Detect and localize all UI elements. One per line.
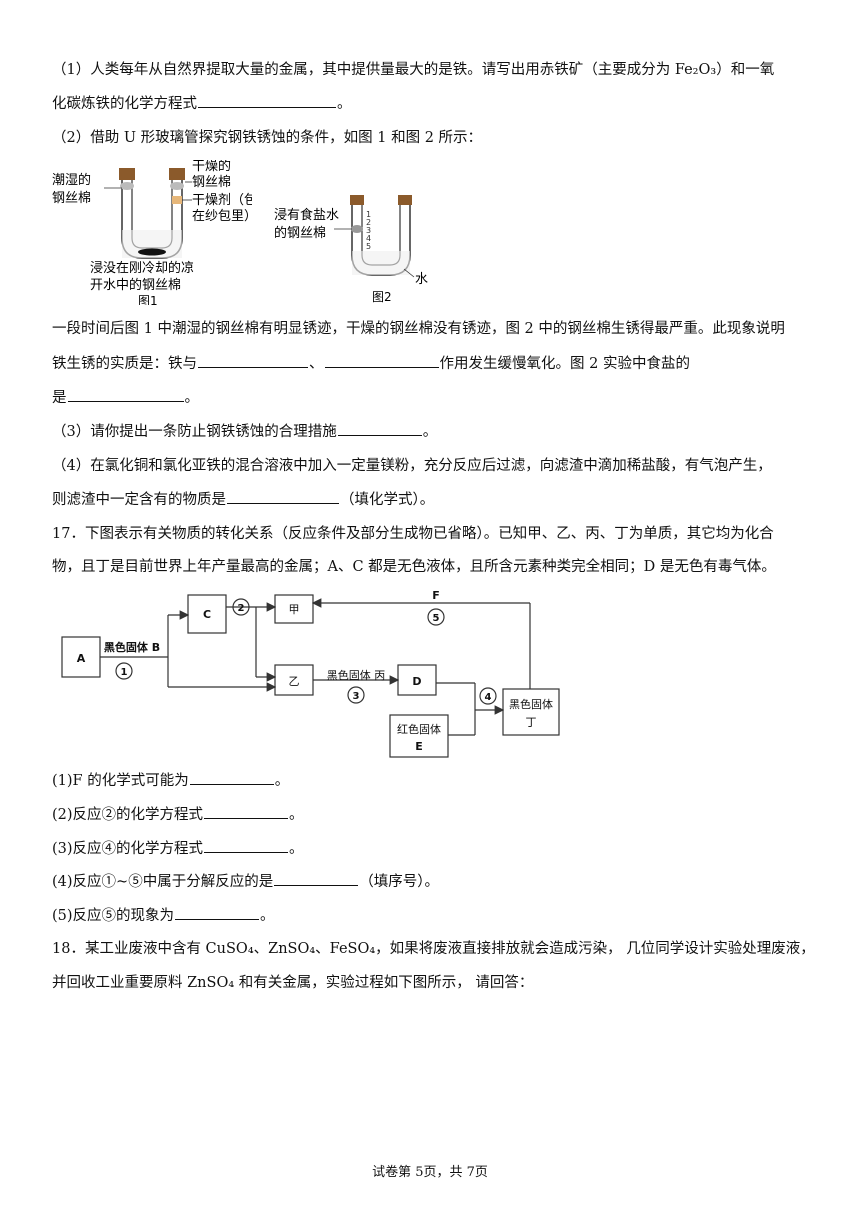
q17-text: (1)F 的化学式可能为: [52, 773, 189, 789]
node-A: A: [77, 652, 86, 665]
scale-4: 4: [366, 234, 371, 243]
answer-blank[interactable]: [198, 93, 336, 108]
node-ding-label: 黑色固体: [509, 697, 553, 711]
fig2-label-salt-1: 浸有食盐水: [274, 207, 339, 223]
page-footer: 试卷第 5页，共 7页: [372, 1165, 488, 1180]
node-E: E: [415, 740, 423, 753]
q17-sub3: (3)反应④的化学方程式 。: [52, 838, 304, 859]
q17-sub4: (4)反应①~⑤中属于分解反应的是 （填序号）。: [52, 871, 439, 892]
reaction-1-number: 1: [121, 667, 128, 678]
period: 。: [289, 807, 304, 823]
q17-text: (3)反应④的化学方程式: [52, 841, 204, 857]
q16-text: （填化学式）。: [340, 492, 435, 508]
q18-line2: 并回收工业重要原料 ZnSO₄ 和有关金属，实验过程如下图所示， 请回答：: [52, 975, 534, 991]
fig1-label-wet-1: 潮湿的: [52, 172, 91, 188]
answer-blank[interactable]: [198, 353, 308, 368]
q18-line1: 18．某工业废液中含有 CuSO₄、ZnSO₄、FeSO₄，如果将废液直接排放就…: [52, 941, 815, 957]
node-E-label: 红色固体: [397, 722, 441, 736]
period: 。: [422, 424, 438, 440]
scale-2: 2: [366, 218, 371, 227]
answer-blank[interactable]: [67, 387, 184, 402]
reaction-2-number: 2: [238, 603, 245, 614]
q16-part1-line2: 化碳炼铁的化学方程式 。: [52, 93, 352, 114]
node-yi: 乙: [289, 675, 300, 688]
q16-text: 作用发生缓慢氧化。图 2 实验中食盐的: [439, 356, 690, 372]
q16-part1-text: 化碳炼铁的化学方程式: [52, 96, 197, 112]
q16-sep: 、: [309, 356, 324, 372]
figure-1-u-tube: 潮湿的 钢丝棉 干燥的 钢丝棉 干燥剂（包 在纱包里） 浸没在刚冷却的凉 开水中…: [52, 160, 252, 305]
q16-part2-obs-line1: 一段时间后图 1 中潮湿的钢丝棉有明显锈迹，干燥的钢丝棉没有锈迹，图 2 中的钢…: [52, 321, 785, 337]
q16-text: 则滤渣中一定含有的物质是: [52, 492, 226, 508]
q17-intro-line1: 17．下图表示有关物质的转化关系（反应条件及部分生成物已省略）。已知甲、乙、丙、…: [52, 526, 774, 542]
node-D: D: [412, 675, 421, 688]
fig1-label-boiled-2: 开水中的钢丝棉: [90, 277, 181, 293]
period: 。: [337, 96, 352, 112]
period: 。: [274, 773, 290, 789]
period: 。: [184, 390, 200, 406]
q16-part4-line2: 则滤渣中一定含有的物质是 （填化学式）。: [52, 489, 434, 510]
node-jia: 甲: [289, 603, 300, 616]
node-C: C: [203, 608, 211, 621]
node-ding: 丁: [526, 716, 537, 729]
fig1-label-dry-1: 干燥的: [192, 160, 231, 174]
q16-part2-line: （2）借助 U 形玻璃管探究钢铁锈蚀的条件，如图 1 和图 2 所示：: [52, 130, 483, 146]
fig2-label-salt-2: 的钢丝棉: [274, 225, 326, 241]
q16-part2-obs-line3: 是。: [52, 387, 199, 408]
scale-1: 1: [366, 210, 371, 219]
reaction-3-number: 3: [353, 691, 360, 702]
q17-text: (2)反应②的化学方程式: [52, 807, 204, 823]
period: 。: [260, 908, 275, 924]
fig1-label-boiled-1: 浸没在刚冷却的凉: [90, 260, 194, 276]
answer-blank[interactable]: [189, 770, 274, 785]
fig2-caption: 图2: [372, 290, 392, 304]
answer-blank[interactable]: [227, 489, 339, 504]
scale-3: 3: [366, 226, 371, 235]
figure-2-u-tube: 1 2 3 4 5 浸有食盐水 的钢丝棉 水 图2: [274, 195, 428, 304]
fig1-label-wet-2: 钢丝棉: [52, 191, 91, 206]
edge-bing-label: 黑色固体 丙: [327, 668, 386, 682]
answer-blank[interactable]: [274, 871, 359, 886]
fig1-label-dry-2: 钢丝棉: [192, 175, 231, 190]
q16-part2-obs-line2: 铁生锈的实质是：铁与 、 作用发生缓慢氧化。图 2 实验中食盐的: [52, 353, 690, 374]
q17-text: （填序号）。: [359, 874, 439, 890]
q16-text: 是: [52, 390, 67, 406]
q17-intro-line2: 物，且丁是目前世界上年产量最高的金属；A、C 都是无色液体，且所含元素种类完全相…: [52, 559, 776, 575]
q17-sub2: (2)反应②的化学方程式 。: [52, 804, 304, 825]
q17-flow-diagram: A C 甲 乙 D 红色固体 E 黑色固体 丁 黑色固体 B 黑色固体 丙 F …: [61, 589, 560, 758]
q17-text: (5)反应⑤的现象为: [52, 908, 175, 924]
scale-5: 5: [366, 242, 371, 251]
answer-blank[interactable]: [175, 905, 260, 920]
answer-blank[interactable]: [324, 353, 439, 368]
edge-F-label: F: [432, 589, 440, 602]
q17-text: (4)反应①~⑤中属于分解反应的是: [52, 874, 274, 890]
q16-part1-line1: （1）人类每年从自然界提取大量的金属，其中提供量最大的是铁。请写出用赤铁矿（主要…: [52, 62, 775, 78]
fig1-caption: 图1: [138, 294, 158, 305]
fig1-label-desiccant-2: 在纱包里）: [192, 209, 252, 224]
answer-blank[interactable]: [337, 421, 422, 436]
q17-sub1: (1)F 的化学式可能为 。: [52, 770, 289, 791]
reaction-5-number: 5: [433, 613, 440, 624]
q16-text: 铁生锈的实质是：铁与: [52, 356, 197, 372]
answer-blank[interactable]: [204, 804, 289, 819]
edge-B-label: 黑色固体 B: [104, 640, 160, 654]
answer-blank[interactable]: [204, 838, 289, 853]
fig2-label-water: 水: [415, 272, 428, 287]
q16-part3-line: （3）请你提出一条防止钢铁锈蚀的合理措施 。: [52, 421, 437, 442]
q16-part4-line1: （4）在氯化铜和氯化亚铁的混合溶液中加入一定量镁粉，充分反应后过滤，向滤渣中滴加…: [52, 458, 772, 474]
fig1-label-desiccant-1: 干燥剂（包: [192, 193, 252, 208]
q16-text: （3）请你提出一条防止钢铁锈蚀的合理措施: [52, 424, 337, 440]
period: 。: [289, 841, 304, 857]
q17-sub5: (5)反应⑤的现象为 。: [52, 905, 275, 926]
reaction-4-number: 4: [485, 692, 492, 703]
